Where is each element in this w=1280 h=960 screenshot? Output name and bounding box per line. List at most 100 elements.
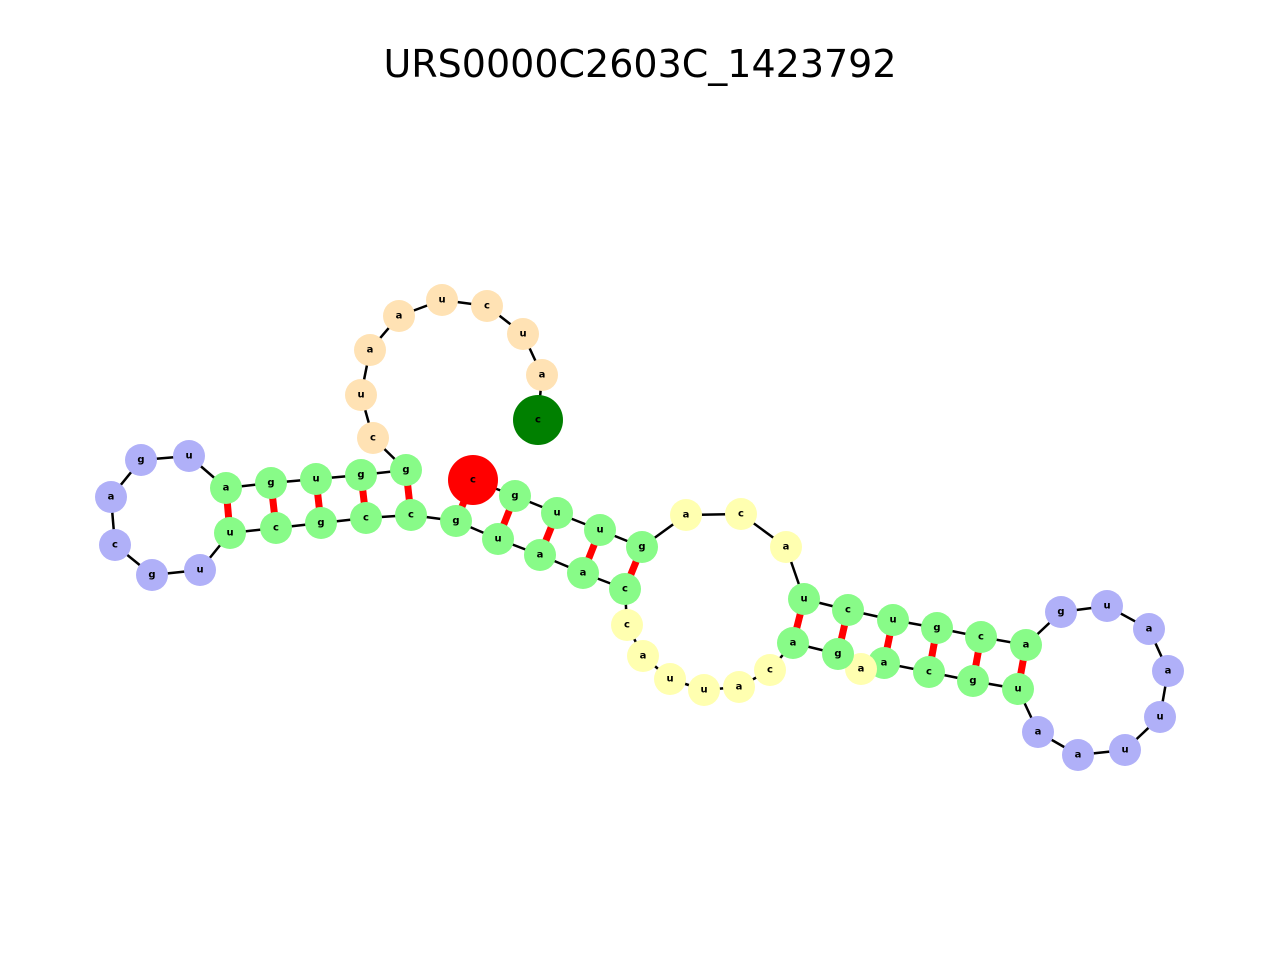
- nucleotide-label: u: [185, 451, 192, 462]
- nucleotide-circle: [95, 481, 127, 513]
- nucleotide-48: c: [99, 529, 131, 561]
- nucleotide-58: u: [345, 379, 377, 411]
- nucleotide-label: u: [226, 528, 233, 539]
- nucleotide-label: g: [148, 570, 155, 581]
- nucleotide-7: c: [725, 498, 757, 530]
- nucleotide-27: a: [845, 653, 877, 685]
- nucleotide-label: c: [370, 433, 376, 444]
- nucleotide-21: a: [1062, 739, 1094, 771]
- nucleotide-49: a: [95, 481, 127, 513]
- nucleotide-label: a: [736, 682, 743, 693]
- nucleotide-circle: [626, 531, 658, 563]
- nucleotide-circle: [395, 499, 427, 531]
- nucleotide-19: u: [1144, 701, 1176, 733]
- nucleotide-circle: [1144, 701, 1176, 733]
- nucleotide-label: c: [363, 513, 369, 524]
- diagram-title: URS0000C2603C_1423792: [383, 42, 897, 86]
- nucleotide-label: g: [511, 491, 518, 502]
- nucleotide-46: u: [184, 554, 216, 586]
- nucleotide-label: a: [537, 550, 544, 561]
- nucleotide-circle: [913, 656, 945, 688]
- nucleotide-18: a: [1152, 655, 1184, 687]
- nucleotide-circle: [345, 379, 377, 411]
- nucleotide-label: g: [638, 542, 645, 553]
- nucleotide-16: u: [1091, 590, 1123, 622]
- nucleotide-label: c: [112, 540, 118, 551]
- nucleotide-circle: [305, 507, 337, 539]
- nucleotide-circle: [426, 284, 458, 316]
- nucleotide-label: g: [452, 516, 459, 527]
- nucleotide-label: a: [223, 483, 230, 494]
- nucleotide-circle: [688, 674, 720, 706]
- nucleotide-circle: [1091, 590, 1123, 622]
- nucleotide-label: u: [357, 390, 364, 401]
- nucleotide-label: c: [767, 665, 773, 676]
- nucleotide-2: g: [499, 480, 531, 512]
- nucleotide-4: u: [584, 514, 616, 546]
- nucleotide-63: u: [507, 318, 539, 350]
- nucleotide-circle: [448, 455, 498, 505]
- nucleotide-circle: [210, 472, 242, 504]
- nucleotide-circle: [357, 422, 389, 454]
- nucleotide-circle: [99, 529, 131, 561]
- nucleotide-circle: [845, 653, 877, 685]
- nucleotide-circle: [390, 454, 422, 486]
- nucleotide-60: a: [383, 300, 415, 332]
- nucleotide-29: a: [777, 627, 809, 659]
- nucleotide-label: g: [933, 623, 940, 634]
- nucleotide-label: a: [367, 345, 374, 356]
- nucleotide-label: u: [196, 565, 203, 576]
- nucleotide-label: g: [267, 478, 274, 489]
- nucleotide-3: u: [541, 497, 573, 529]
- nucleotide-label: u: [1103, 601, 1110, 612]
- nucleotide-circle: [255, 467, 287, 499]
- nucleotide-circle: [921, 612, 953, 644]
- nucleotide-20: u: [1109, 734, 1141, 766]
- nucleotide-circle: [670, 499, 702, 531]
- nucleotide-circle: [832, 594, 864, 626]
- nucleotide-circle: [1045, 596, 1077, 628]
- nucleotide-label: c: [273, 523, 279, 534]
- nucleotide-label: a: [580, 568, 587, 579]
- nucleotide-40: g: [440, 505, 472, 537]
- nucleotide-59: a: [354, 334, 386, 366]
- nucleotide-circle: [1022, 716, 1054, 748]
- nucleotide-label: a: [858, 664, 865, 675]
- nucleotide-label: u: [494, 534, 501, 545]
- nucleotide-circle: [788, 583, 820, 615]
- nucleotide-circle: [1010, 629, 1042, 661]
- nucleotide-61: u: [426, 284, 458, 316]
- nucleotide-label: c: [926, 667, 932, 678]
- nucleotide-label: g: [969, 676, 976, 687]
- nucleotide-label: g: [317, 518, 324, 529]
- nucleotide-5: g: [626, 531, 658, 563]
- nucleotide-circle: [1133, 613, 1165, 645]
- nucleotide-34: a: [627, 640, 659, 672]
- nucleotide-35: c: [611, 609, 643, 641]
- nucleotide-circle: [822, 638, 854, 670]
- nucleotide-label: a: [790, 638, 797, 649]
- nucleotide-circle: [654, 663, 686, 695]
- nucleotide-label: u: [438, 295, 445, 306]
- nucleotide-circle: [354, 334, 386, 366]
- nucleotide-label: c: [408, 510, 414, 521]
- nucleotide-circle: [541, 497, 573, 529]
- nucleotide-label: u: [1014, 684, 1021, 695]
- nucleotide-circle: [513, 395, 563, 445]
- nucleotide-44: c: [260, 512, 292, 544]
- nucleotide-circle: [184, 554, 216, 586]
- nucleotide-circle: [965, 621, 997, 653]
- nucleotide-42: c: [350, 502, 382, 534]
- nucleotide-24: g: [957, 665, 989, 697]
- nucleotide-circle: [499, 480, 531, 512]
- nucleotide-14: a: [1010, 629, 1042, 661]
- nucleotide-circle: [567, 557, 599, 589]
- nucleotide-38: a: [524, 539, 556, 571]
- nucleotide-56: g: [390, 454, 422, 486]
- nucleotide-label: u: [1121, 745, 1128, 756]
- nucleotide-53: g: [255, 467, 287, 499]
- nucleotide-label: a: [1035, 727, 1042, 738]
- nucleotide-55: g: [345, 459, 377, 491]
- nucleotide-circle: [350, 502, 382, 534]
- nucleotide-label: u: [666, 674, 673, 685]
